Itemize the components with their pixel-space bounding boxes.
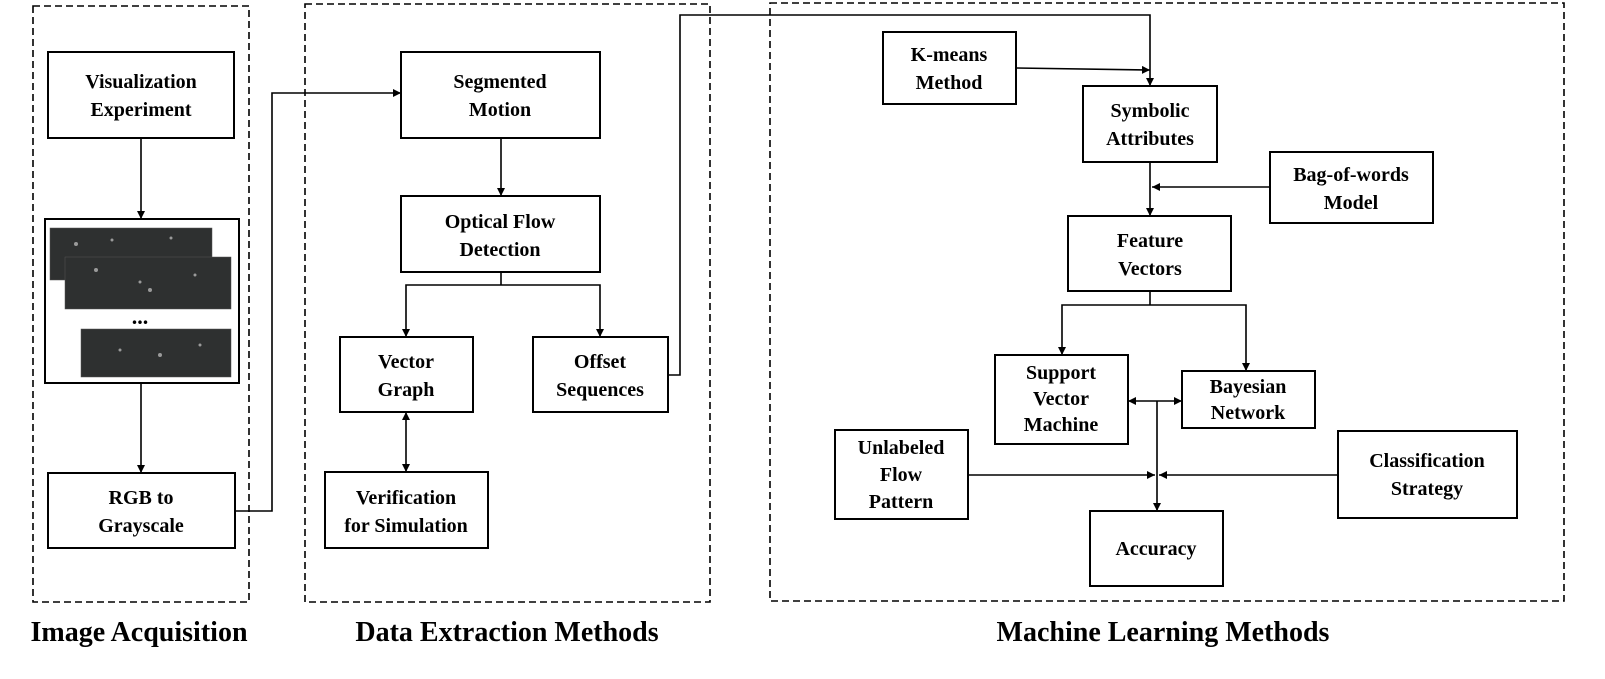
node-label-line: RGB to xyxy=(109,487,174,509)
edge-kmeans-to-symbolic xyxy=(1015,65,1151,74)
node-label-line: Attributes xyxy=(1106,128,1194,150)
node-label-line: Grayscale xyxy=(98,515,184,537)
node-label-line: Verification xyxy=(356,487,456,509)
node-label-line: Sequences xyxy=(556,379,644,401)
node-bayesian-network: Bayesian Network xyxy=(1181,370,1316,429)
node-label-line: Graph xyxy=(378,379,435,401)
node-label-line: Support xyxy=(1026,362,1096,384)
image-stack-ellipsis: ... xyxy=(132,304,149,329)
node-label-line: Accuracy xyxy=(1115,538,1196,560)
node-label-line: Classification xyxy=(1369,450,1485,472)
node-label-line: K-means xyxy=(911,44,988,66)
node-label-line: Strategy xyxy=(1391,478,1463,500)
node-label-line: Vector xyxy=(378,351,434,373)
group-title-image-acquisition: Image Acquisition xyxy=(30,617,247,648)
edge-rgb-to-segmented xyxy=(235,89,401,512)
node-visualization-experiment: Visualization Experiment xyxy=(47,51,235,139)
data-extraction-frame xyxy=(304,3,711,603)
node-label-line: Offset xyxy=(574,351,627,373)
node-feature-vectors: Feature Vectors xyxy=(1067,215,1232,292)
node-label-line: Unlabeled xyxy=(858,437,945,459)
node-segmented-motion: Segmented Motion xyxy=(400,51,601,139)
node-label-line: Vector xyxy=(1033,388,1089,410)
group-title-machine-learning: Machine Learning Methods xyxy=(997,617,1330,648)
machine-learning-frame xyxy=(769,2,1565,602)
node-support-vector-machine: Support Vector Machine xyxy=(994,354,1129,445)
node-symbolic-attributes: Symbolic Attributes xyxy=(1082,85,1218,163)
node-offset-sequences: Offset Sequences xyxy=(532,336,669,413)
node-label-line: Bayesian xyxy=(1210,376,1287,398)
node-label-line: for Simulation xyxy=(344,515,468,537)
group-title-data-extraction: Data Extraction Methods xyxy=(355,617,658,648)
edge-optical-branch xyxy=(402,284,604,337)
node-label-line: Detection xyxy=(459,239,540,261)
node-vector-graph: Vector Graph xyxy=(339,336,474,413)
node-label-line: Network xyxy=(1211,402,1286,424)
node-bag-of-words-model: Bag-of-words Model xyxy=(1269,151,1434,224)
node-label-line: Feature xyxy=(1117,230,1183,252)
node-classification-strategy: Classification Strategy xyxy=(1337,430,1518,519)
node-unlabeled-flow-pattern: Unlabeled Flow Pattern xyxy=(834,429,969,520)
node-label-line: Model xyxy=(1324,192,1379,214)
node-label-line: Experiment xyxy=(90,99,191,121)
node-label-line: Motion xyxy=(469,99,531,121)
edge-feature-branch xyxy=(1058,304,1250,371)
image-stack: ... xyxy=(44,218,240,384)
node-label-line: Flow xyxy=(880,464,923,486)
edge-offset-to-symbolic xyxy=(668,14,1154,376)
node-label-line: Bag-of-words xyxy=(1293,164,1409,186)
node-label-line: Pattern xyxy=(869,491,933,513)
node-label-line: Segmented xyxy=(453,71,546,93)
node-label-line: Optical Flow xyxy=(445,211,556,233)
node-rgb-to-grayscale: RGB to Grayscale xyxy=(47,472,236,549)
image-acquisition-frame xyxy=(32,5,250,603)
node-label-line: Method xyxy=(916,72,983,94)
node-verification-for-simulation: Verification for Simulation xyxy=(324,471,489,549)
node-accuracy: Accuracy xyxy=(1089,510,1224,587)
node-label-line: Visualization xyxy=(85,71,197,93)
frame-thumbnail xyxy=(64,256,232,310)
node-label-line: Vectors xyxy=(1118,258,1182,280)
edges xyxy=(137,14,1338,512)
node-kmeans-method: K-means Method xyxy=(882,31,1017,105)
node-label-line: Symbolic xyxy=(1111,100,1190,122)
node-optical-flow-detection: Optical Flow Detection xyxy=(400,195,601,273)
node-label-line: Machine xyxy=(1024,414,1099,436)
frame-thumbnail xyxy=(80,328,232,378)
